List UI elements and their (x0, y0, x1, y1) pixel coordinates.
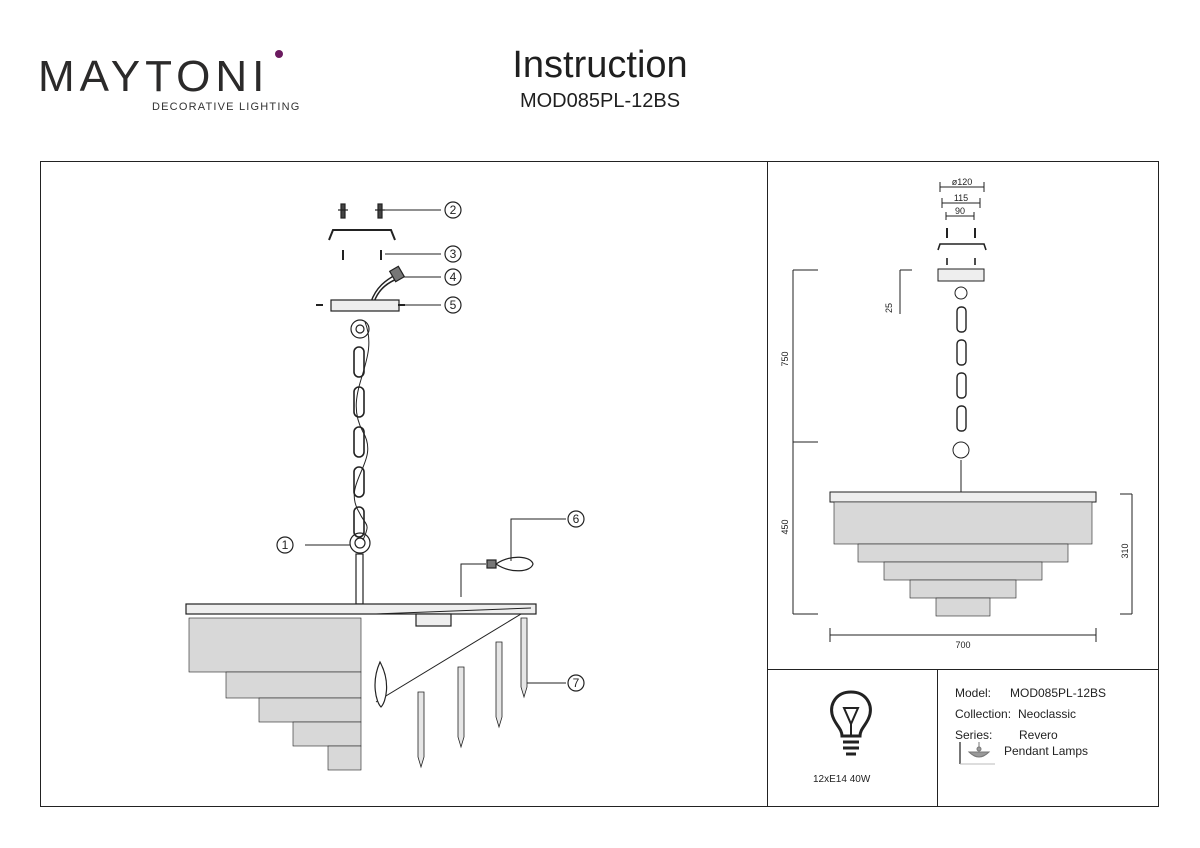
dim-canopy-inner: 115 (954, 193, 968, 203)
series-value: Revero (1019, 728, 1058, 742)
callout-7: 7 (573, 676, 580, 690)
callout-1: 1 (282, 538, 289, 552)
divider-horizontal-info (767, 669, 1159, 671)
logo-dot (275, 50, 283, 58)
dimension-drawing: ø120 115 90 700 25 750 450 310 (780, 177, 1133, 650)
lamp-frame-plate (185, 603, 537, 615)
product-type: Pendant Lamps (1004, 744, 1089, 758)
dim-width: 700 (955, 640, 970, 650)
callout-4: 4 (450, 270, 457, 284)
callout-3: 3 (450, 247, 457, 261)
dim-canopy-height: 25 (884, 303, 894, 313)
assembly-drawing: 2 3 4 5 1 6 7 (185, 201, 585, 771)
crystal-tier-4 (292, 721, 362, 747)
callout-6: 6 (573, 512, 580, 526)
divider-vertical-info (937, 669, 939, 807)
model-value: MOD085PL-12BS (1010, 686, 1107, 700)
screw-icon (338, 203, 385, 219)
document-model-code: MOD085PL-12BS (519, 90, 681, 112)
dim-min-height: 450 (780, 519, 790, 534)
mounting-bracket (328, 229, 396, 241)
series-label: Series: (955, 728, 993, 742)
dim-body-height: 310 (1120, 543, 1130, 558)
hanging-crystal (417, 617, 528, 769)
document-title: Instruction (512, 44, 688, 86)
callout-2: 2 (450, 203, 457, 217)
brand-name: MAYTONI (38, 52, 270, 101)
canopy (330, 299, 400, 312)
model-label: Model: (955, 686, 992, 700)
callout-5: 5 (450, 298, 457, 312)
crystal-tier-1 (188, 617, 362, 673)
crystal-tier-2 (225, 671, 362, 699)
pendant-lamp-icon (959, 742, 995, 765)
crystal-tier-5 (327, 745, 362, 771)
lamp-spec: 12xE14 40W (813, 774, 871, 785)
crystal-tier-3 (258, 697, 362, 723)
dim-max-height: 750 (780, 351, 790, 366)
collection-label: Collection: (955, 707, 1012, 721)
brand-tagline: DECORATIVE LIGHTING (152, 101, 301, 113)
divider-vertical-main (767, 161, 769, 807)
dim-mount-spacing: 90 (955, 206, 965, 216)
brand-logo: MAYTONI (38, 52, 269, 102)
collection-value: Neoclassic (1018, 707, 1077, 721)
bulb-icon (830, 690, 872, 756)
instruction-frame (40, 161, 1159, 807)
dim-canopy-diameter: ø120 (952, 177, 973, 187)
